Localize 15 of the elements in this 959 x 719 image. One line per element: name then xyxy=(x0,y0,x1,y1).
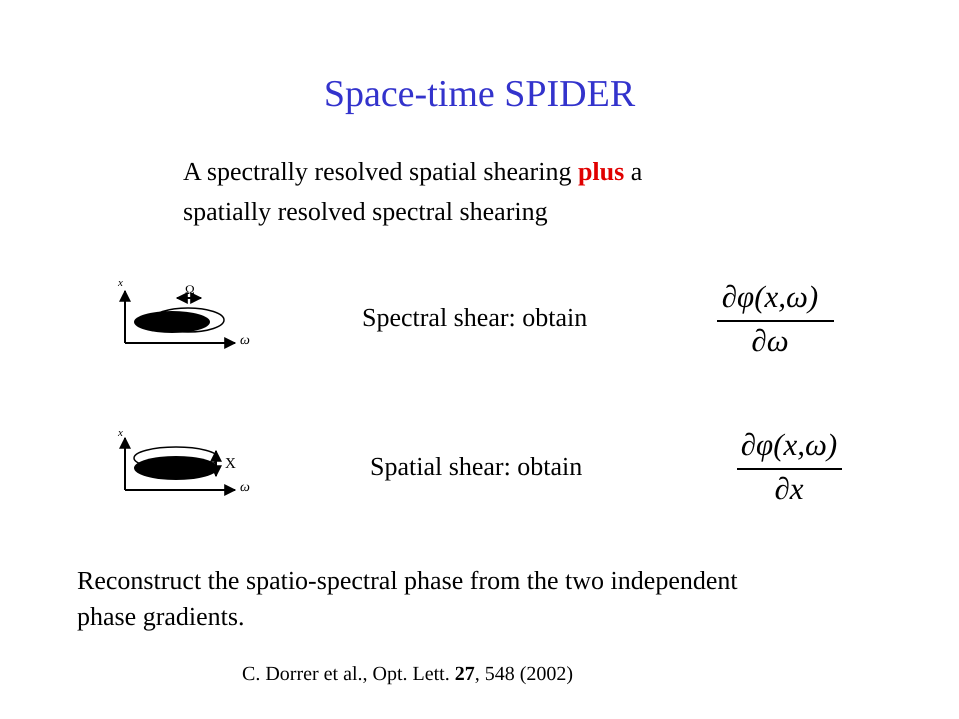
axis-label: x xyxy=(118,427,123,440)
equation-denominator: ∂x xyxy=(774,470,804,508)
equation-numerator: ∂φ(x,ω) xyxy=(722,278,818,316)
slide-title: Space-time SPIDER xyxy=(322,72,636,116)
shear-description: Spectral shear: obtain xyxy=(362,302,588,334)
conclusion-text: Reconstruct the spatio-spectral phase from the two independent phase gradients. xyxy=(77,565,739,633)
equation-denominator: ∂ω xyxy=(751,322,789,360)
axis-label: ω xyxy=(240,480,250,497)
shear-label: X xyxy=(225,455,236,473)
shear-description: Spatial shear: obtain xyxy=(370,451,582,482)
axis-label: x xyxy=(118,277,123,290)
intro-text: A spectrally resolved spatial shearing plus a spatially resolved spectral shearing xyxy=(183,156,644,228)
citation: C. Dorrer et al., Opt. Lett. 27, 548 (2002) xyxy=(242,662,574,686)
equation-numerator: ∂φ(x,ω) xyxy=(740,426,838,464)
axis-label: ω xyxy=(240,333,250,350)
